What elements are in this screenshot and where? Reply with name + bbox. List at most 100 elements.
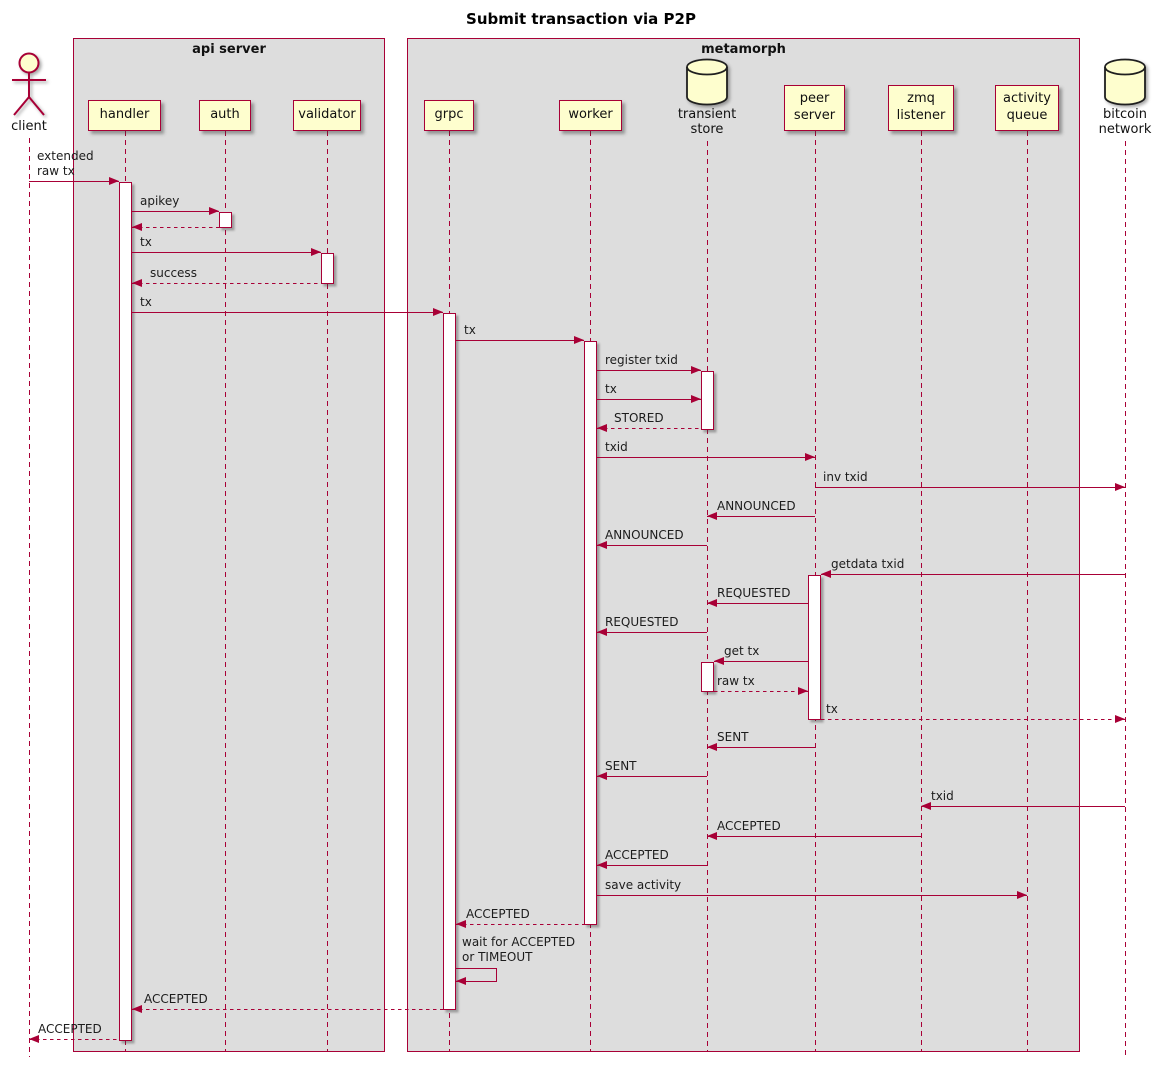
message-apikey-return (132, 227, 219, 229)
message-label-txid-to-zmq: txid (931, 789, 954, 803)
arrowhead (821, 570, 831, 578)
arrowhead (1115, 715, 1125, 723)
lifeline-transient-store (706, 141, 708, 1052)
message-label-register-txid: register txid (605, 353, 678, 367)
message-label-stored: STORED (614, 411, 664, 425)
arrowhead (921, 802, 931, 810)
message-label-tx-to-bitcoin: tx (826, 702, 838, 716)
message-label-accepted-4: ACCEPTED (144, 992, 208, 1006)
arrowhead (109, 177, 119, 185)
arrowhead (798, 687, 808, 695)
message-tx-to-worker (456, 340, 584, 342)
arrowhead (805, 453, 815, 461)
lifeline-auth (224, 131, 226, 1052)
participant-worker: worker (559, 100, 622, 131)
participant-zmq-listener: zmq listener (888, 85, 954, 131)
arrowhead (691, 395, 701, 403)
message-sent-1 (707, 747, 815, 749)
message-apikey (132, 211, 219, 213)
lifeline-activity-queue (1026, 131, 1028, 1052)
message-label-tx-to-worker: tx (464, 323, 476, 337)
activation-transient-act-1 (701, 371, 714, 430)
message-label-raw-tx: raw tx (717, 674, 755, 688)
participant-handler: handler (88, 100, 161, 131)
arrowhead (574, 336, 584, 344)
database-icon (1102, 57, 1148, 111)
participant-auth: auth (199, 100, 251, 131)
arrowhead (456, 977, 466, 985)
message-txid-to-zmq (921, 806, 1125, 808)
message-raw-tx (714, 691, 808, 693)
message-getdata-txid (821, 574, 1125, 576)
message-register-txid (597, 370, 701, 372)
message-sent-2 (597, 776, 707, 778)
arrowhead (1115, 483, 1125, 491)
message-announced-1 (707, 516, 815, 518)
message-accepted-5 (29, 1039, 119, 1041)
message-txid-to-peer (597, 457, 815, 459)
arrowhead (597, 541, 607, 549)
message-label-apikey: apikey (140, 194, 180, 208)
arrowhead (707, 832, 717, 840)
message-label-get-tx: get tx (724, 644, 760, 658)
participant-activity-queue: activity queue (995, 85, 1059, 131)
message-requested-2 (597, 632, 707, 634)
message-label-inv-txid: inv txid (823, 470, 868, 484)
message-label-success: success (150, 266, 197, 280)
message-label-accepted-1: ACCEPTED (717, 819, 781, 833)
arrowhead (1017, 891, 1027, 899)
lifeline-bitcoin-network (1124, 141, 1126, 1057)
message-label-requested-2: REQUESTED (605, 615, 679, 629)
message-label-extended-raw-tx: extended raw tx (37, 149, 94, 178)
participant-client: client (11, 119, 47, 134)
arrowhead (597, 772, 607, 780)
arrowhead (29, 1035, 39, 1043)
message-extended-raw-tx (29, 181, 119, 183)
arrowhead (132, 223, 142, 231)
activation-auth-act (219, 212, 232, 228)
message-accepted-4 (132, 1009, 443, 1011)
message-label-sent-1: SENT (717, 730, 749, 744)
message-announced-2 (597, 545, 707, 547)
lifeline-client (28, 138, 30, 1057)
diagram-title: Submit transaction via P2P (466, 10, 696, 28)
message-label-tx-to-grpc: tx (140, 295, 152, 309)
message-accepted-2 (597, 865, 707, 867)
participant-peer-server: peer server (784, 85, 845, 131)
message-tx-to-bitcoin (821, 719, 1125, 721)
arrowhead (456, 920, 466, 928)
message-label-accepted-5: ACCEPTED (38, 1022, 102, 1036)
message-inv-txid (815, 487, 1125, 489)
arrowhead (597, 424, 607, 432)
arrowhead (707, 743, 717, 751)
message-label-tx-to-store: tx (605, 382, 617, 396)
frame-label-metamorph: metamorph (701, 42, 786, 57)
message-success (132, 283, 321, 285)
message-label-sent-2: SENT (605, 759, 637, 773)
message-label-accepted-2: ACCEPTED (605, 848, 669, 862)
message-label-accepted-3: ACCEPTED (466, 907, 530, 921)
arrowhead (132, 1005, 142, 1013)
arrowhead (597, 628, 607, 636)
activation-validator-act (321, 253, 334, 284)
message-label-txid-to-peer: txid (605, 440, 628, 454)
activation-transient-act-2 (701, 662, 714, 692)
message-get-tx (714, 661, 808, 663)
message-tx-to-store (597, 399, 701, 401)
actor-icon (9, 50, 49, 122)
participant-bitcoin-network: bitcoin network (1098, 107, 1152, 138)
arrowhead (132, 279, 142, 287)
message-label-save-activity: save activity (605, 878, 682, 892)
message-label-requested-1: REQUESTED (717, 586, 791, 600)
message-label-tx-to-validator: tx (140, 235, 152, 249)
arrowhead (209, 207, 219, 215)
arrowhead (714, 657, 724, 665)
arrowhead (707, 512, 717, 520)
database-icon (684, 57, 730, 111)
message-save-activity (597, 895, 1027, 897)
participant-validator: validator (293, 100, 361, 131)
arrowhead (691, 366, 701, 374)
arrowhead (433, 308, 443, 316)
participant-transient-store: transient store (677, 107, 737, 138)
activation-grpc-act (443, 313, 456, 1010)
